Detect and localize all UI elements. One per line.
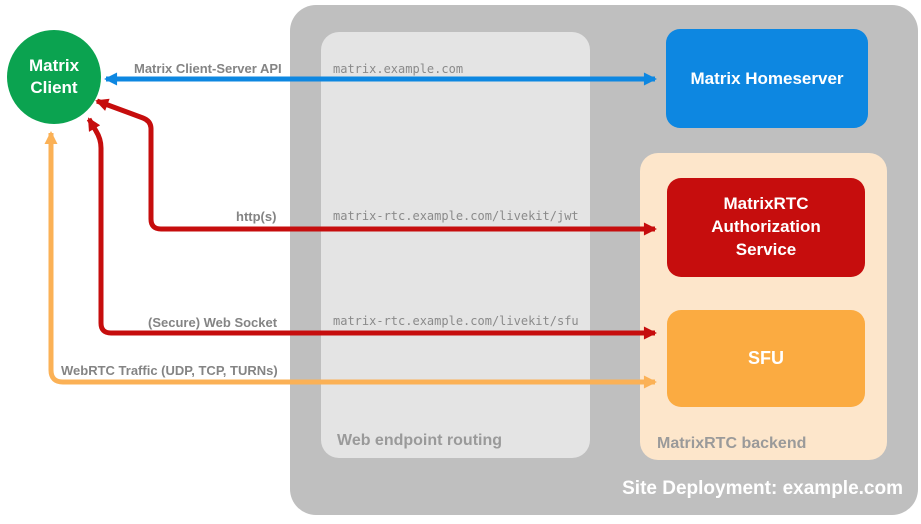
node-matrix-client-label: Matrix Client xyxy=(28,55,80,97)
node-matrix-homeserver-label: Matrix Homeserver xyxy=(690,68,844,88)
site-deployment-title: Site Deployment: example.com xyxy=(622,478,903,499)
arrow-label-client-server-api: Matrix Client-Server API xyxy=(134,61,282,76)
arrow-label-websocket: (Secure) Web Socket xyxy=(148,315,278,330)
node-matrixrtc-authorization-service-label: MatrixRTC Authorization Service xyxy=(711,194,821,259)
matrixrtc-backend-title: MatrixRTC backend xyxy=(657,435,807,452)
web-endpoint-routing-title: Web endpoint routing xyxy=(337,432,503,449)
endpoint-label-livekit-sfu: matrix-rtc.example.com/livekit/sfu xyxy=(333,314,579,328)
node-matrix-client: Matrix Client xyxy=(7,30,101,124)
node-matrixrtc-authorization-service: MatrixRTC Authorization Service xyxy=(667,178,865,277)
endpoint-label-livekit-jwt: matrix-rtc.example.com/livekit/jwt xyxy=(333,209,579,223)
web-endpoint-routing-container xyxy=(321,32,590,458)
arrow-label-webrtc-traffic: WebRTC Traffic (UDP, TCP, TURNs) xyxy=(61,363,278,378)
node-matrix-homeserver: Matrix Homeserver xyxy=(666,29,868,128)
endpoint-label-homeserver: matrix.example.com xyxy=(333,62,464,76)
arrow-label-https: http(s) xyxy=(236,209,277,224)
node-sfu: SFU xyxy=(667,310,865,407)
node-sfu-label: SFU xyxy=(748,348,784,368)
